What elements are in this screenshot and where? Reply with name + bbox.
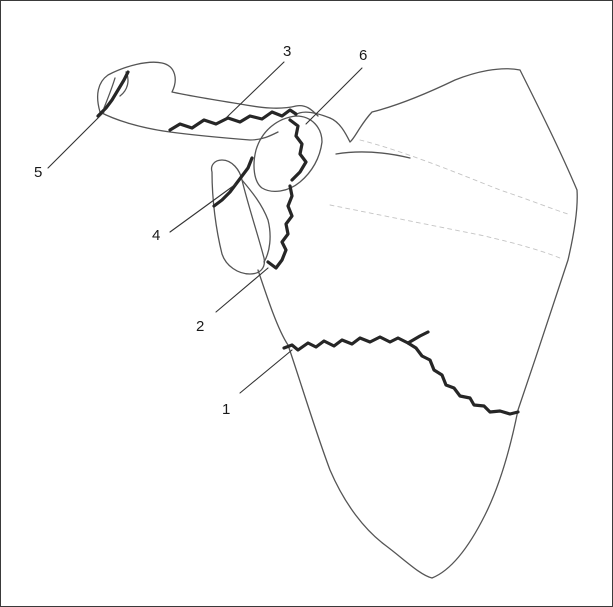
callout-label-3: 3 — [283, 43, 291, 60]
scapula-blade-outline — [258, 69, 577, 578]
coracoid-outline — [254, 116, 322, 191]
fracture-line-coracoid — [290, 120, 306, 180]
glenoid-rim — [242, 180, 270, 262]
fracture-line-acromion — [170, 110, 296, 130]
callout-label-4: 4 — [152, 227, 160, 244]
callout-label-1: 1 — [222, 401, 230, 418]
acromion-outline — [98, 62, 318, 116]
callout-label-2: 2 — [196, 318, 204, 335]
spine-shading-upper — [360, 140, 568, 214]
leader-line-3 — [226, 62, 284, 118]
fracture-line-acromion-tip — [98, 72, 128, 116]
callout-label-6: 6 — [359, 47, 367, 64]
scapula-spine-lower — [336, 152, 410, 158]
leader-line-2 — [216, 268, 268, 312]
leader-line-6 — [306, 68, 362, 124]
fracture-line-body — [284, 337, 518, 414]
callout-label-5: 5 — [34, 164, 42, 181]
spine-shading-lower — [330, 205, 560, 258]
fracture-line-glenoid-neck — [268, 186, 292, 268]
fracture-branch — [408, 332, 428, 343]
glenoid-outline — [212, 160, 265, 274]
leader-line-4 — [170, 184, 236, 232]
leader-line-5 — [48, 112, 104, 168]
leader-line-1 — [240, 350, 292, 393]
